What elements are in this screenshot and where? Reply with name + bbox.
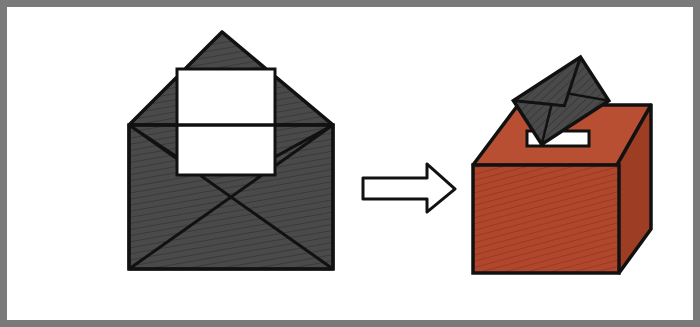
ballot-box-icon (473, 57, 651, 273)
right-arrow-icon (363, 164, 455, 212)
open-envelope-icon (129, 32, 333, 269)
voting-illustration (7, 7, 700, 327)
ballot-box-front (473, 165, 619, 273)
